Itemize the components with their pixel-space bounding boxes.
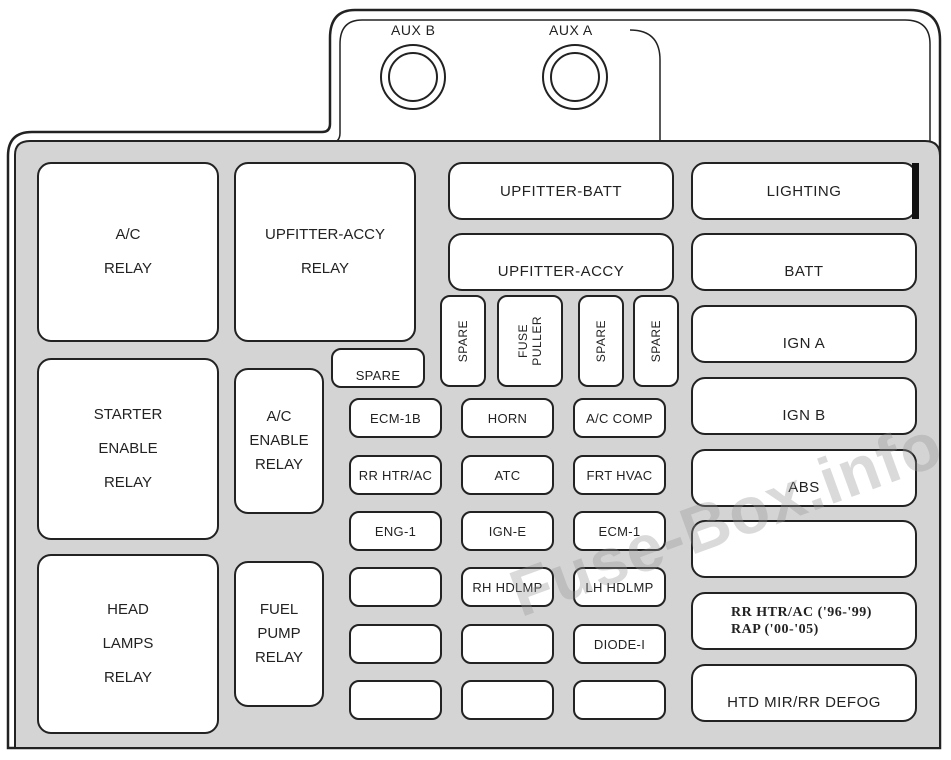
fuel-pump-relay: FUEL PUMP RELAY <box>234 561 324 707</box>
aux-b-label: AUX B <box>391 22 436 38</box>
mini-fuse-empty-4-1 <box>461 624 554 664</box>
mini-fuse-a-c-comp: A/C COMP <box>573 398 666 438</box>
spare-vertical-3-label: SPARE <box>649 319 663 363</box>
ac-relay-line2: RELAY <box>103 260 153 277</box>
mini-fuse-label: ATC <box>494 467 521 483</box>
aux-a-outlet <box>542 44 608 110</box>
fuel-pump-relay-line1: FUEL <box>259 601 299 618</box>
abs-label: ABS <box>788 479 820 496</box>
starter-enable-relay-line3: RELAY <box>103 474 153 491</box>
mini-fuse-empty-5-1 <box>461 680 554 720</box>
mini-fuse-label: LH HDLMP <box>585 579 654 595</box>
mini-fuse-label: ENG-1 <box>374 523 417 539</box>
lighting-tab-marker <box>912 163 919 219</box>
upfitter-accy-relay-line2: RELAY <box>300 260 350 277</box>
ign-b-label: IGN B <box>782 407 826 424</box>
mini-fuse-empty-3-0 <box>349 567 442 607</box>
starter-enable-relay: STARTER ENABLE RELAY <box>37 358 219 540</box>
mini-fuse-frt-hvac: FRT HVAC <box>573 455 666 495</box>
ign-a-label: IGN A <box>782 335 826 352</box>
rr-htr-rap-fuse: RR HTR/AC ('96-'99) RAP ('00-'05) <box>691 592 917 650</box>
mini-fuse-rr-htr-ac: RR HTR/AC <box>349 455 442 495</box>
ign-b-fuse: IGN B <box>691 377 917 435</box>
batt-fuse: BATT <box>691 233 917 291</box>
mini-fuse-label: DIODE-I <box>593 636 646 652</box>
ac-enable-relay-line1: A/C <box>266 408 292 425</box>
lighting-fuse: LIGHTING <box>691 162 917 220</box>
mini-fuse-eng-1: ENG-1 <box>349 511 442 551</box>
mini-fuse-lh-hdlmp: LH HDLMP <box>573 567 666 607</box>
starter-enable-relay-line2: ENABLE <box>98 440 158 457</box>
ign-a-fuse: IGN A <box>691 305 917 363</box>
head-lamps-relay-line3: RELAY <box>103 669 153 686</box>
head-lamps-relay-line2: LAMPS <box>102 635 154 652</box>
mini-fuse-label: ECM-1 <box>598 523 641 539</box>
abs-fuse: ABS <box>691 449 917 507</box>
spare-vertical-3: SPARE <box>633 295 679 387</box>
fuse-puller-line1: FUSE <box>516 323 530 358</box>
spare-vertical-1-label: SPARE <box>456 319 470 363</box>
upfitter-accy-relay-line1: UPFITTER-ACCY <box>265 226 385 243</box>
mini-fuse-empty-4-0 <box>349 624 442 664</box>
upfitter-accy-fuse: UPFITTER-ACCY <box>448 233 674 291</box>
mini-fuse-ecm-1: ECM-1 <box>573 511 666 551</box>
fuse-puller-line2: PULLER <box>530 316 544 366</box>
ac-enable-relay-line3: RELAY <box>254 456 304 473</box>
ac-relay-line1: A/C <box>115 226 141 243</box>
mini-fuse-rh-hdlmp: RH HDLMP <box>461 567 554 607</box>
mini-fuse-empty-5-0 <box>349 680 442 720</box>
ac-enable-relay: A/C ENABLE RELAY <box>234 368 324 514</box>
mini-fuse-atc: ATC <box>461 455 554 495</box>
htd-mir-rr-defog-fuse: HTD MIR/RR DEFOG <box>691 664 917 722</box>
upfitter-accy-relay: UPFITTER-ACCY RELAY <box>234 162 416 342</box>
rr-htr-line1: RR HTR/AC ('96-'99) <box>731 605 872 620</box>
upfitter-accy-label: UPFITTER-ACCY <box>497 263 625 280</box>
ac-relay: A/C RELAY <box>37 162 219 342</box>
spare-vertical-1: SPARE <box>440 295 486 387</box>
spare-mini-label: SPARE <box>355 368 401 383</box>
head-lamps-relay-line1: HEAD <box>107 601 149 618</box>
upfitter-batt-label: UPFITTER-BATT <box>499 182 623 200</box>
mini-fuse-horn: HORN <box>461 398 554 438</box>
mini-fuse-diode-i: DIODE-I <box>573 624 666 664</box>
mini-fuse-label: RH HDLMP <box>472 579 543 595</box>
rr-htr-line2: RAP ('00-'05) <box>731 622 819 637</box>
mini-fuse-label: HORN <box>487 410 528 426</box>
fuse-puller[interactable]: FUSE PULLER <box>497 295 563 387</box>
starter-enable-relay-line1: STARTER <box>93 406 163 423</box>
lighting-label: LIGHTING <box>766 182 842 200</box>
spare-vertical-2-label: SPARE <box>594 319 608 363</box>
aux-b-outlet <box>380 44 446 110</box>
upfitter-batt-fuse: UPFITTER-BATT <box>448 162 674 220</box>
mini-fuse-label: IGN-E <box>488 523 527 539</box>
batt-label: BATT <box>784 263 824 280</box>
htd-mir-label: HTD MIR/RR DEFOG <box>727 694 881 711</box>
fuel-pump-relay-line2: PUMP <box>257 625 301 642</box>
ac-enable-relay-line2: ENABLE <box>249 432 309 449</box>
mini-fuse-ign-e: IGN-E <box>461 511 554 551</box>
spare-vertical-2: SPARE <box>578 295 624 387</box>
mini-fuse-ecm-1b: ECM-1B <box>349 398 442 438</box>
empty-maxi-fuse <box>691 520 917 578</box>
mini-fuse-label: A/C COMP <box>586 410 653 426</box>
head-lamps-relay: HEAD LAMPS RELAY <box>37 554 219 734</box>
mini-fuse-label: ECM-1B <box>370 410 421 426</box>
mini-fuse-empty-5-2 <box>573 680 666 720</box>
aux-a-label: AUX A <box>549 22 593 38</box>
fuel-pump-relay-line3: RELAY <box>254 649 304 666</box>
spare-mini-fuse: SPARE <box>331 348 425 388</box>
mini-fuse-label: RR HTR/AC <box>358 467 433 483</box>
mini-fuse-label: FRT HVAC <box>586 467 653 483</box>
